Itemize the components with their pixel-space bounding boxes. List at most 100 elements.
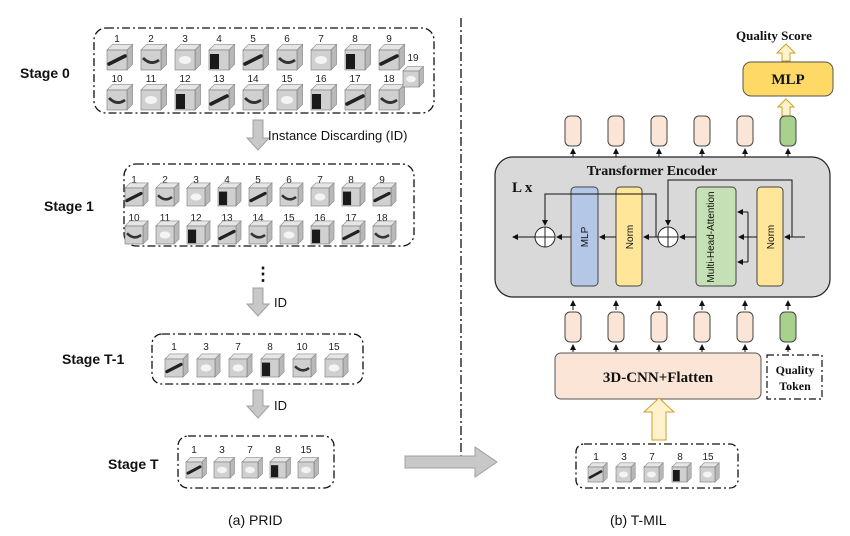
input-token-3 bbox=[650, 311, 668, 343]
stage-t-1-box bbox=[151, 333, 364, 385]
stage-0-cube-16 bbox=[310, 83, 338, 111]
stage-t-cube-1 bbox=[185, 456, 208, 479]
stage-0-cube-label-13: 13 bbox=[213, 74, 225, 85]
encoder-norm-label-2: Norm bbox=[766, 225, 777, 249]
discard-arrow-1 bbox=[245, 119, 271, 151]
output-token-3 bbox=[650, 115, 668, 147]
stage-0-cube-label-15: 15 bbox=[281, 74, 293, 85]
stage-0-label: Stage 0 bbox=[20, 65, 70, 81]
stage-t-1-cube-10 bbox=[292, 353, 317, 378]
arrow-label-id-1: ID bbox=[274, 295, 287, 310]
cnn-flatten-label: 3D-CNN+Flatten bbox=[603, 370, 714, 386]
stage-0-cube-13 bbox=[208, 83, 236, 111]
stage-1-cube-16 bbox=[310, 220, 335, 245]
discard-arrow-3 bbox=[245, 389, 271, 419]
stage-0-cube-label-1: 1 bbox=[114, 34, 120, 45]
input-quality-token bbox=[779, 311, 797, 343]
stage-0-cube-10 bbox=[106, 83, 134, 111]
stage-1-cube-label-1: 1 bbox=[131, 175, 137, 186]
stage-0-cube-label-18: 18 bbox=[383, 74, 395, 85]
tmil-input-cube-label-15: 15 bbox=[702, 452, 714, 463]
stage-0-cube-label-17: 17 bbox=[349, 74, 361, 85]
stage-1-cube-label-14: 14 bbox=[252, 213, 264, 224]
stage-1-cube-label-8: 8 bbox=[348, 175, 354, 186]
stage-1-cube-10 bbox=[124, 220, 149, 245]
stage-t-1-cube-label-7: 7 bbox=[235, 342, 241, 353]
stage-t-box bbox=[177, 435, 335, 489]
stage-0-cube-label-5: 5 bbox=[250, 34, 256, 45]
tmil-input-cube-15 bbox=[699, 462, 720, 483]
stage-t-cube-label-7: 7 bbox=[247, 445, 253, 456]
stage-0-box bbox=[93, 27, 435, 114]
stage-1-cube-5 bbox=[248, 182, 273, 207]
stage-1-cube-label-15: 15 bbox=[283, 213, 295, 224]
stage-1-cube-7 bbox=[310, 182, 335, 207]
stage-t-1-cube-label-10: 10 bbox=[296, 342, 308, 353]
stage-ellipsis: ⋮ bbox=[254, 264, 272, 284]
stage-1-cube-6 bbox=[279, 182, 304, 207]
stage-1-cube-label-13: 13 bbox=[221, 213, 233, 224]
discard-arrow-2 bbox=[245, 287, 271, 317]
stage-1-cube-17 bbox=[341, 220, 366, 245]
output-token-4 bbox=[693, 115, 711, 147]
stage-1-cube-label-18: 18 bbox=[376, 213, 388, 224]
stage-1-cube-label-17: 17 bbox=[345, 213, 357, 224]
stage-0-cube-12 bbox=[174, 83, 202, 111]
tmil-input-cube-label-7: 7 bbox=[649, 452, 655, 463]
stage-0-cube-7 bbox=[310, 43, 338, 71]
encoder-norm-label-1: Norm bbox=[625, 225, 636, 249]
stage-1-label: Stage 1 bbox=[44, 198, 94, 214]
input-tokens bbox=[564, 300, 797, 352]
repeat-label: L x bbox=[512, 180, 533, 196]
stage-t-cube-label-8: 8 bbox=[275, 445, 281, 456]
stage-1-box bbox=[123, 163, 415, 247]
stage-0-cube-label-3: 3 bbox=[182, 34, 188, 45]
stage-0-cube-label-7: 7 bbox=[318, 34, 324, 45]
stage-t-1-cube-7 bbox=[228, 353, 253, 378]
stage-1-cube-2 bbox=[155, 182, 180, 207]
output-quality-token bbox=[779, 115, 797, 147]
stage-t-cube-label-3: 3 bbox=[219, 445, 225, 456]
tmil-input-cube-label-8: 8 bbox=[677, 452, 683, 463]
quality-token-label-2: Token bbox=[779, 379, 811, 393]
stage-0-cube-label-14: 14 bbox=[247, 74, 259, 85]
tmil-input-cube-7 bbox=[643, 462, 664, 483]
output-tokens bbox=[564, 115, 797, 157]
head-mlp-box bbox=[742, 61, 834, 97]
output-token-1 bbox=[564, 115, 582, 147]
stage-0-cube-2 bbox=[140, 43, 168, 71]
tmil-input-cube-label-3: 3 bbox=[621, 452, 627, 463]
stage-t-label: Stage T bbox=[108, 456, 159, 472]
stage-1-cube-label-7: 7 bbox=[317, 175, 323, 186]
stage-0-cube-label-12: 12 bbox=[179, 74, 191, 85]
stage-t-1-cube-8 bbox=[260, 353, 285, 378]
stage-t-1-cube-label-15: 15 bbox=[328, 342, 340, 353]
tmil-input-cube-1 bbox=[587, 462, 608, 483]
stage-0-cube-4 bbox=[208, 43, 236, 71]
stage-1-cube-12 bbox=[186, 220, 211, 245]
stage-1-cube-11 bbox=[155, 220, 180, 245]
stage-0-cube-8 bbox=[344, 43, 372, 71]
stage-0-cube-label-16: 16 bbox=[315, 74, 327, 85]
stage-0-cube-label-9: 9 bbox=[386, 34, 392, 45]
quality-token-box bbox=[766, 354, 823, 400]
stage-t-1-cube-label-8: 8 bbox=[267, 342, 273, 353]
output-token-2 bbox=[607, 115, 625, 147]
stage-1-cube-3 bbox=[186, 182, 211, 207]
stage-0-cube-label-6: 6 bbox=[284, 34, 290, 45]
tmil-input-cube-8 bbox=[671, 462, 692, 483]
arrow-label-id-2: ID bbox=[274, 398, 287, 413]
stage-1-cube-15 bbox=[279, 220, 304, 245]
input-token-4 bbox=[693, 311, 711, 343]
stage-1-cube-label-2: 2 bbox=[162, 175, 168, 186]
stage-t-1-cube-label-1: 1 bbox=[171, 342, 177, 353]
tmil-input-cube-label-1: 1 bbox=[593, 452, 599, 463]
stage-0-cube-9 bbox=[378, 43, 406, 71]
stage-1-cube-label-16: 16 bbox=[314, 213, 326, 224]
stage-t-cube-15 bbox=[297, 456, 320, 479]
arrow-label-instance-discarding: Instance Discarding (ID) bbox=[268, 128, 407, 143]
stage-1-cube-13 bbox=[217, 220, 242, 245]
stage-0-cube-6 bbox=[276, 43, 304, 71]
head-input-arrow bbox=[776, 98, 796, 117]
